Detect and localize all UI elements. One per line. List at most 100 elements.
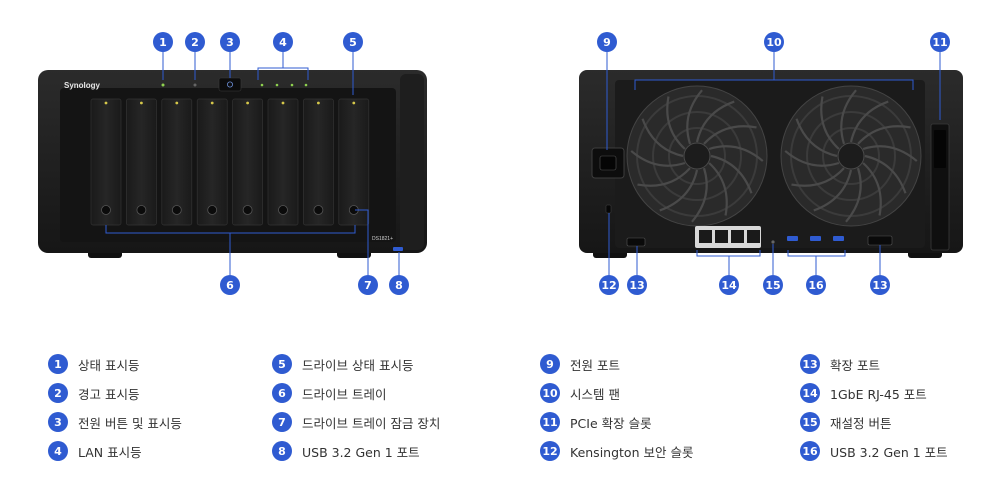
callout-number: 5 — [349, 36, 357, 49]
lan-led — [275, 83, 279, 87]
front-chassis-side — [400, 74, 424, 250]
callout-number: 2 — [191, 36, 199, 49]
drive-tray-lock[interactable] — [313, 205, 324, 215]
fan-grille-spoke — [686, 89, 703, 145]
kensington-slot[interactable] — [605, 204, 612, 214]
reset-button[interactable] — [771, 240, 775, 244]
fan-grille-spoke — [813, 169, 853, 212]
rj45-port[interactable] — [699, 230, 712, 243]
callout-number: 13 — [872, 279, 887, 292]
drive-tray-lock[interactable] — [207, 205, 218, 215]
callout-badge — [806, 275, 826, 295]
fan-grille-spoke — [695, 100, 735, 143]
fan-grille-ring — [668, 127, 726, 185]
fan-grille-spoke — [857, 125, 911, 145]
fan-grille-spoke — [845, 167, 862, 223]
drive-tray[interactable] — [303, 98, 334, 226]
legend-label: USB 3.2 Gen 1 포트 — [302, 444, 420, 460]
rj45-port[interactable] — [731, 230, 744, 243]
callout-badge — [599, 275, 619, 295]
model-label: DS1821+ — [372, 236, 393, 242]
legend-number: 6 — [272, 383, 292, 403]
drive-status-led — [352, 101, 356, 105]
fan-grille-spoke — [703, 125, 757, 145]
lan-led — [304, 83, 308, 87]
drive-status-led — [246, 101, 250, 105]
rear-usb-port[interactable] — [833, 236, 844, 241]
callout-badge — [153, 32, 173, 52]
callout-badge — [719, 275, 739, 295]
legend-label: 확장 포트 — [830, 357, 880, 373]
drive-tray[interactable] — [232, 98, 263, 226]
drive-tray[interactable] — [161, 98, 193, 226]
drive-tray[interactable] — [126, 98, 157, 226]
drive-status-led — [281, 101, 285, 105]
rear-usb-port[interactable] — [810, 236, 821, 241]
front-unit: Synology DS1821+ — [38, 70, 427, 258]
drive-tray-lock[interactable] — [101, 205, 111, 215]
fan-grille-spoke — [795, 118, 838, 158]
callout-number: 10 — [766, 36, 782, 49]
drive-tray-lock[interactable] — [242, 205, 253, 215]
legend-label: 시스템 팬 — [570, 386, 620, 402]
drive-tray-lock[interactable] — [171, 205, 182, 215]
legend-label: 드라이브 트레이 — [302, 386, 387, 402]
fan-grille-spoke — [862, 162, 882, 216]
rj45-ports — [695, 226, 761, 248]
drive-tray-lock[interactable] — [136, 205, 147, 215]
fan-grille-spoke — [840, 89, 857, 145]
callout-badge — [220, 275, 240, 295]
legend-number: 10 — [540, 383, 560, 403]
fan-grille-spoke — [641, 118, 684, 158]
callout-number: 13 — [629, 279, 644, 292]
fan-grille-spoke — [691, 167, 708, 223]
fan-grille-spoke — [864, 154, 907, 194]
legend-number: 5 — [272, 354, 292, 374]
power-button[interactable] — [218, 77, 242, 92]
drive-tray-lock[interactable] — [278, 205, 288, 215]
legend-number: 12 — [540, 441, 560, 461]
callout-lines — [105, 52, 941, 275]
legend-number: 3 — [48, 412, 68, 432]
callout-number: 7 — [364, 279, 372, 292]
expansion-port[interactable] — [867, 235, 893, 246]
rear-usb-port[interactable] — [787, 236, 798, 241]
fan-grille-spoke — [820, 96, 840, 150]
legend-label: 재설정 버튼 — [830, 415, 892, 431]
power-icon — [226, 81, 233, 88]
rear-unit — [579, 70, 963, 258]
callout-number: 8 — [395, 279, 403, 292]
drive-tray[interactable] — [267, 98, 299, 226]
legend-number: 9 — [540, 354, 560, 374]
legend-number: 4 — [48, 441, 68, 461]
drive-tray[interactable] — [338, 98, 370, 226]
legend-number: 1 — [48, 354, 68, 374]
fan-hub — [683, 142, 711, 170]
legend-number: 13 — [800, 354, 820, 374]
callout-number: 6 — [226, 279, 234, 292]
fan-grille-spoke — [637, 167, 691, 187]
rj45-port[interactable] — [747, 230, 760, 243]
drive-tray[interactable] — [196, 98, 228, 226]
fan-grille-spoke — [784, 150, 840, 167]
front-usb-port[interactable] — [393, 247, 403, 251]
legend-number: 8 — [272, 441, 292, 461]
rj45-port[interactable] — [715, 230, 728, 243]
fan-grille-spoke — [708, 162, 728, 216]
fan-grille-ring — [806, 111, 896, 201]
callout-number: 1 — [159, 36, 167, 49]
fan-grille-spoke — [630, 150, 686, 167]
expansion-port[interactable] — [626, 237, 646, 247]
fan-hub — [837, 142, 865, 170]
legend-label: 드라이브 상태 표시등 — [302, 357, 414, 373]
